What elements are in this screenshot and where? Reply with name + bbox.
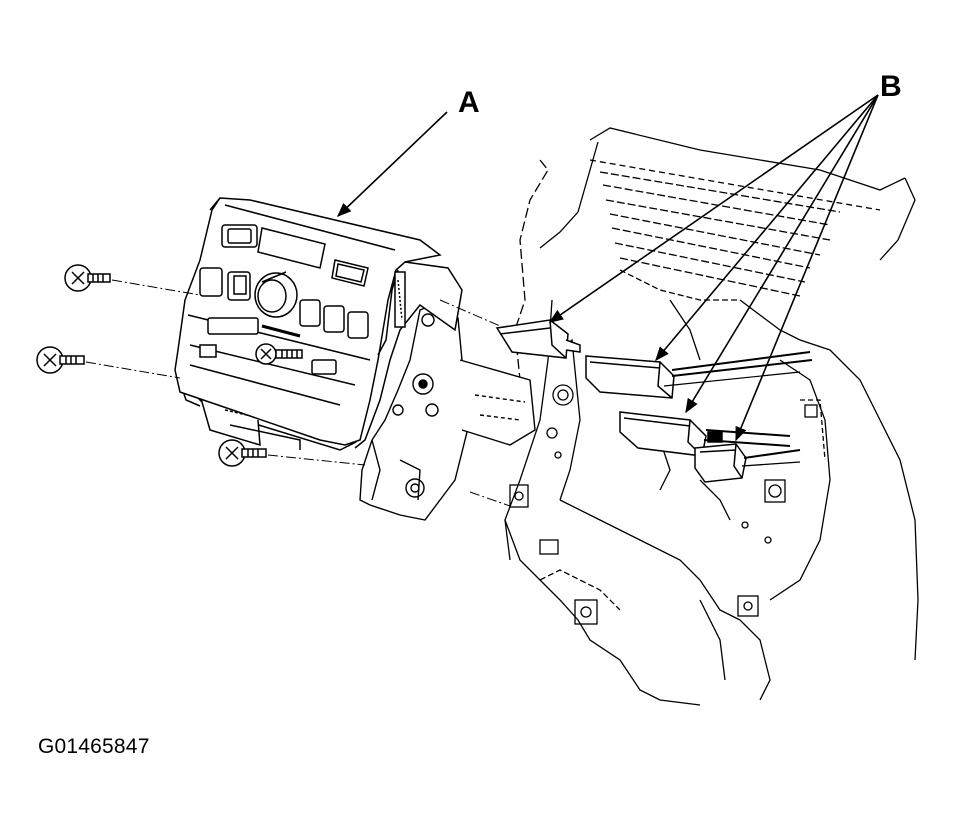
connector-2 <box>585 351 813 399</box>
leader-arrow-b-4 <box>735 94 879 442</box>
callout-label-b: B <box>880 70 902 103</box>
connector-4 <box>694 431 801 483</box>
mounting-bolt-4 <box>255 343 303 365</box>
electrical-connectors <box>495 319 813 483</box>
dashboard-frame <box>504 127 919 706</box>
leader-arrows <box>336 94 879 442</box>
callout-label-a: A <box>458 86 480 119</box>
mounting-bolt-2 <box>36 346 85 374</box>
mounting-bolt-3 <box>218 439 267 467</box>
mounting-bolt-1 <box>64 264 111 292</box>
figure-id: G01465847 <box>38 735 150 758</box>
audio-climate-control-unit <box>174 197 463 451</box>
leader-arrow-b-2 <box>655 94 879 362</box>
connector-1 <box>495 319 581 359</box>
alignment-lines <box>85 279 511 507</box>
leader-arrow-a <box>336 111 448 217</box>
leader-arrow-b-1 <box>548 94 879 323</box>
leader-arrow-b-3 <box>685 94 879 414</box>
mounting-bracket <box>359 301 536 521</box>
